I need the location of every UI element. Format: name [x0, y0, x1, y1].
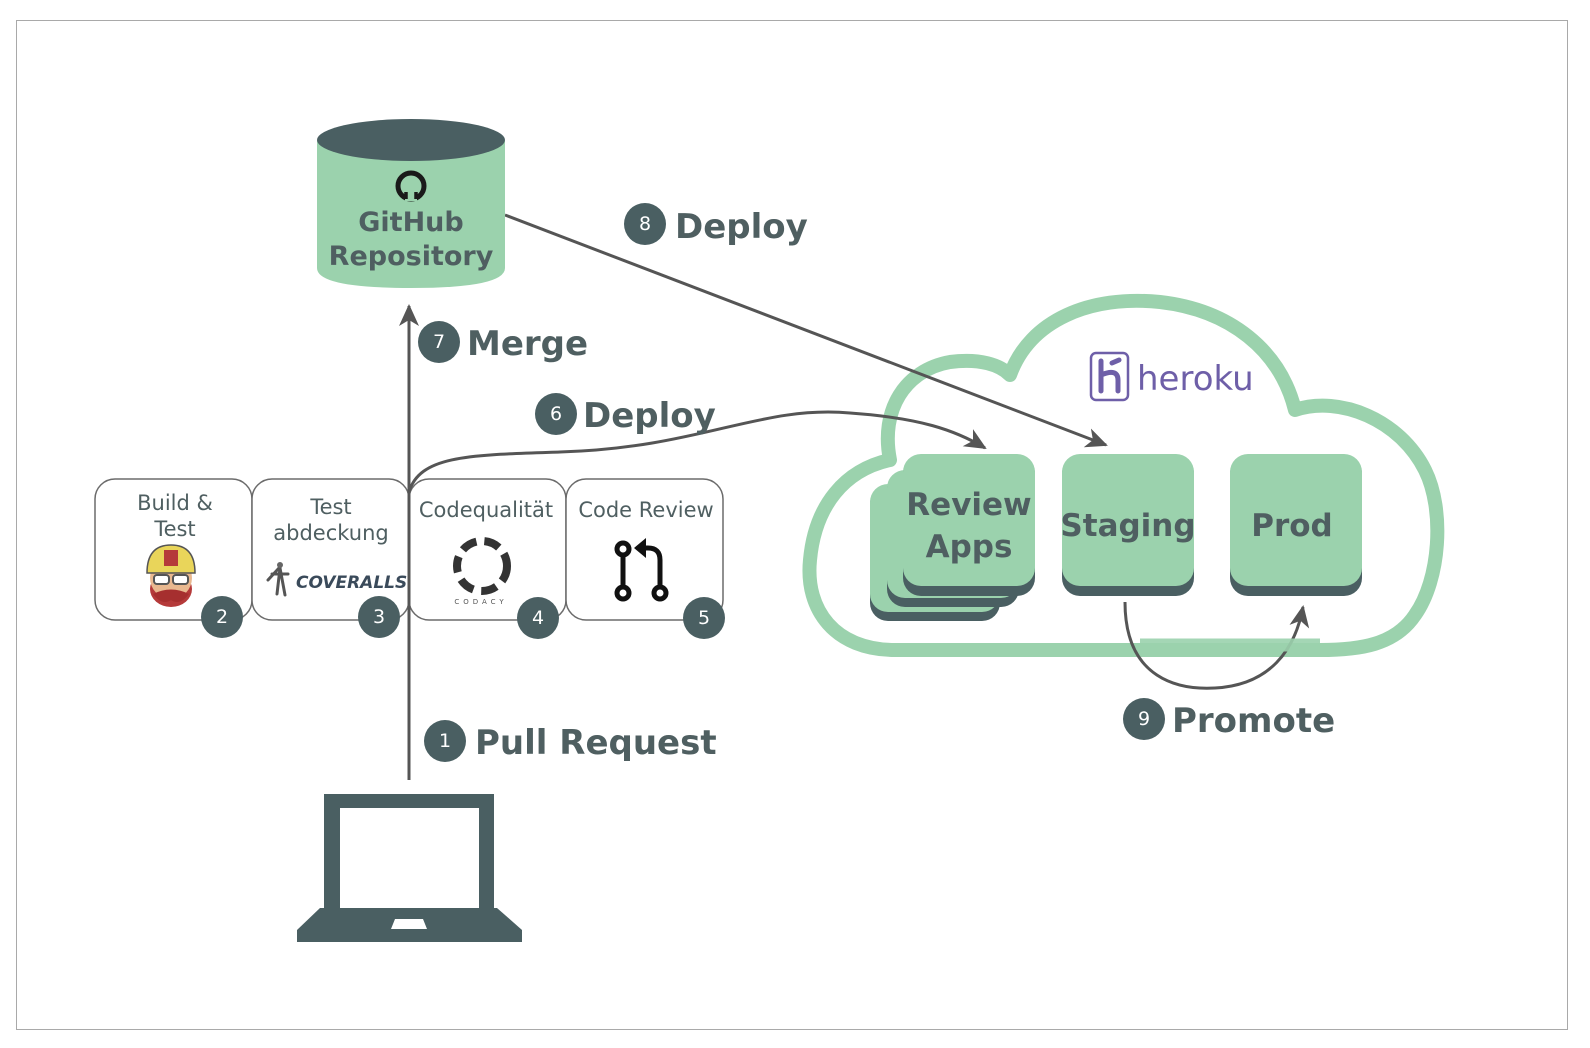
coveralls-logo-text: COVERALLS [296, 573, 407, 593]
env-review-apps[interactable]: Review Apps [870, 454, 1035, 621]
laptop-icon [297, 794, 522, 942]
heroku-logo-icon [1089, 351, 1130, 402]
check-title-4: Codequalität [419, 498, 553, 522]
badge-2: 2 [201, 596, 243, 638]
svg-text:3: 3 [373, 606, 385, 628]
heroku-logo-text: heroku [1137, 359, 1254, 399]
check-boxes: Build & Test Test abdeckung Codequalität… [94, 478, 724, 621]
step-pull-request-label: Pull Request [475, 723, 717, 763]
badge-3: 3 [358, 596, 400, 638]
coveralls-logo-icon: COVERALLS [266, 562, 407, 597]
env-prod-label: Prod [1251, 508, 1333, 544]
pull-request-icon [614, 538, 669, 602]
github-repository[interactable]: GitHub Repository [317, 119, 505, 288]
svg-text:8: 8 [639, 213, 651, 235]
step-deploy-review-label: Deploy [583, 396, 716, 436]
step-promote: 9 Promote [1123, 698, 1335, 741]
check-title-2-line2: Test [153, 517, 195, 541]
github-octocat-icon [395, 170, 427, 202]
step-deploy-review: 6 Deploy [535, 393, 716, 436]
svg-text:4: 4 [532, 607, 544, 629]
check-title-2-line1: Build & [137, 491, 213, 515]
svg-text:9: 9 [1138, 708, 1150, 730]
step-pull-request: 1 Pull Request [424, 720, 717, 763]
diagram-frame [16, 20, 1568, 1030]
env-staging[interactable]: Staging [1060, 454, 1196, 596]
check-title-3-line2: abdeckung [273, 521, 388, 545]
svg-text:7: 7 [433, 331, 445, 353]
badge-5: 5 [683, 597, 725, 639]
deploy-review-arrow [407, 410, 987, 493]
deploy-staging-arrow [504, 213, 1108, 448]
heroku-logo: heroku [1089, 351, 1254, 402]
env-prod[interactable]: Prod [1230, 454, 1362, 596]
svg-text:2: 2 [216, 606, 228, 628]
repo-title-line1: GitHub [358, 207, 463, 238]
check-title-3-line1: Test [309, 495, 351, 519]
svg-text:1: 1 [439, 730, 451, 752]
step-deploy-staging: 8 Deploy [624, 203, 808, 247]
step-deploy-staging-label: Deploy [675, 207, 808, 247]
svg-text:6: 6 [550, 403, 562, 425]
env-staging-label: Staging [1060, 508, 1195, 544]
codacy-logo-icon: CODACY [453, 537, 511, 606]
check-title-5: Code Review [578, 498, 713, 522]
svg-text:5: 5 [698, 607, 710, 629]
step-merge-label: Merge [467, 324, 588, 364]
step-merge: 7 Merge [418, 321, 588, 364]
travis-ci-mascot-icon [146, 544, 196, 607]
env-review-apps-line1: Review [906, 487, 1031, 523]
repo-title-line2: Repository [329, 241, 494, 272]
codacy-logo-text: CODACY [454, 598, 507, 606]
env-review-apps-line2: Apps [926, 529, 1013, 565]
badge-4: 4 [517, 597, 559, 639]
step-promote-label: Promote [1172, 701, 1335, 741]
